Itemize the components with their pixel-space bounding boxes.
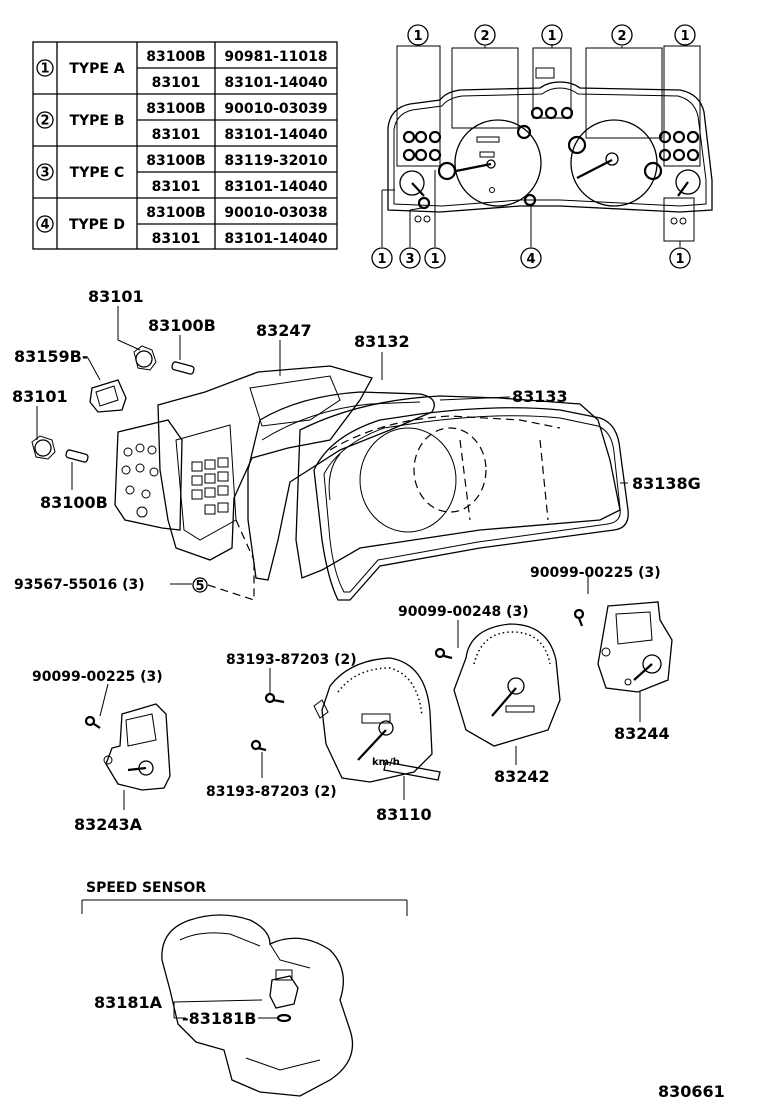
label-83159B: 83159B- — [14, 347, 89, 366]
table-part-number: 83100B — [146, 153, 205, 169]
label-90099-00225-left: 90099-00225 (3) — [32, 669, 163, 685]
label-83181A: 83181A — [94, 993, 163, 1012]
callout-number: 1 — [430, 252, 439, 267]
table-row-type: TYPE A — [69, 61, 124, 77]
callout-bottom-5: 1 — [669, 247, 691, 269]
screw-90099-248 — [434, 620, 459, 660]
leader-lines — [36, 306, 641, 810]
table-part-code: 83101-14040 — [224, 231, 327, 247]
callout-bottom-2: 3 — [399, 247, 421, 269]
table-part-code: 90981-11018 — [224, 49, 327, 65]
table-part-code: 90010-03039 — [224, 101, 327, 117]
label-83133: 83133 — [512, 387, 568, 406]
speedometer-83110: km/h — [313, 657, 441, 783]
callout-top-5: 1 — [674, 24, 696, 46]
label-83244: 83244 — [614, 724, 670, 743]
callout-number: 1 — [680, 29, 689, 44]
callout-top-4: 2 — [611, 24, 633, 46]
table-part-code: 83101-14040 — [224, 127, 327, 143]
screw-83193-top — [264, 668, 285, 704]
label-83101-top: 83101 — [88, 287, 144, 306]
label-93567-55016: 93567-55016 (3) — [14, 577, 145, 593]
table-part-code: 83119-32010 — [224, 153, 327, 169]
speed-sensor-title: SPEED SENSOR — [86, 880, 206, 896]
callout-number: 1 — [413, 29, 422, 44]
table-part-number: 83101 — [152, 231, 201, 247]
table-row-number: 4 — [40, 218, 49, 233]
callout-number: 1 — [675, 252, 684, 267]
table-row-type: TYPE C — [70, 165, 125, 181]
table-part-number: 83100B — [146, 101, 205, 117]
meter-83243A — [103, 703, 171, 791]
table-row-number: 3 — [40, 166, 49, 181]
callout-bottom-4: 4 — [520, 247, 542, 269]
table-part-number: 83100B — [146, 205, 205, 221]
meter-83244 — [597, 601, 673, 693]
callout-number: 3 — [405, 252, 414, 267]
callout-number: 1 — [547, 29, 556, 44]
bulb-type-table: 1 TYPE A 83100B 90981-11018 83101 83101-… — [32, 41, 338, 250]
table-row-type: TYPE D — [69, 217, 125, 233]
table-part-number: 83101 — [152, 127, 201, 143]
callout-top-1: 1 — [407, 24, 429, 46]
tachometer-83242 — [453, 623, 561, 747]
table-part-number: 83100B — [146, 49, 205, 65]
label-90099-00248: 90099-00248 (3) — [398, 604, 529, 620]
callout-number: 2 — [617, 29, 626, 44]
callout-top-2: 2 — [474, 24, 496, 46]
label-83110: 83110 — [376, 805, 432, 824]
table-row-type: TYPE B — [69, 113, 124, 129]
label-83243A: 83243A — [74, 815, 143, 834]
screw-mark: 5 — [195, 579, 204, 594]
label-90099-00225-right: 90099-00225 (3) — [530, 565, 661, 581]
label-83193-87203-top: 83193-87203 (2) — [226, 652, 357, 668]
label-83242: 83242 — [494, 767, 550, 786]
bulb-location-diagram: 1 2 1 2 1 1 3 1 4 1 — [371, 24, 713, 269]
screw-83193-bottom — [250, 739, 267, 778]
label-83101-left: 83101 — [12, 387, 68, 406]
speed-sensor-section — [81, 899, 408, 1097]
callout-number: 4 — [526, 252, 535, 267]
diagram-number: 830661 — [658, 1082, 725, 1101]
table-part-code: 90010-03038 — [224, 205, 327, 221]
label-83138G: 83138G — [632, 474, 701, 493]
label-83247: 83247 — [256, 321, 312, 340]
screw-90099-225-left — [84, 715, 101, 729]
table-part-number: 83101 — [152, 179, 201, 195]
callout-bottom-3: 1 — [424, 247, 446, 269]
callout-bottom-1: 1 — [371, 247, 393, 269]
table-part-code: 83101-14040 — [224, 75, 327, 91]
table-part-code: 83101-14040 — [224, 179, 327, 195]
callout-top-3: 1 — [541, 24, 563, 46]
label-83132: 83132 — [354, 332, 410, 351]
label-83100B-left: 83100B — [40, 493, 108, 512]
exploded-view: 5 — [31, 345, 629, 601]
table-part-number: 83101 — [152, 75, 201, 91]
callout-number: 2 — [480, 29, 489, 44]
label-83181B: -83181B — [182, 1009, 257, 1028]
part-labels: 83101 83100B 83159B- 83247 83132 83133 8… — [12, 287, 725, 1101]
bulb-socket-group — [402, 106, 700, 225]
label-83193-87203-bottom: 83193-87203 (2) — [206, 784, 337, 800]
screw-90099-225-right — [573, 576, 589, 627]
table-row-number: 1 — [40, 62, 49, 77]
label-83100B-top: 83100B — [148, 316, 216, 335]
table-row-number: 2 — [40, 114, 49, 129]
callout-number: 1 — [377, 252, 386, 267]
